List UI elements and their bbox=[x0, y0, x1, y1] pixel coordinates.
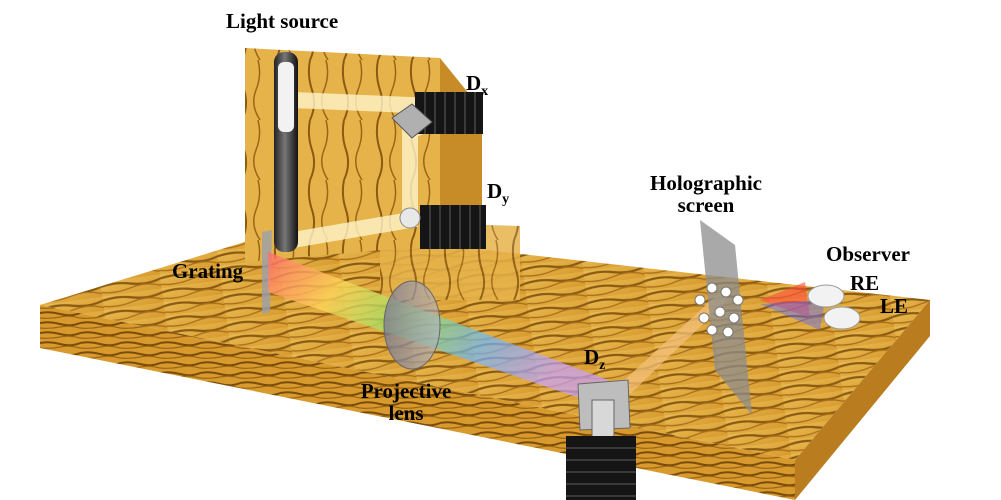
label-dz: Dz bbox=[584, 346, 605, 377]
label-dy-main: D bbox=[487, 179, 503, 203]
label-projective-lens-line1: Projective bbox=[360, 379, 452, 403]
right-eye bbox=[807, 284, 845, 308]
label-dy: Dy bbox=[487, 180, 509, 211]
projective-lens bbox=[383, 280, 441, 370]
detector-dy-head bbox=[399, 207, 421, 229]
light-source-glow bbox=[278, 62, 294, 132]
label-holographic-screen: Holographic screen bbox=[636, 172, 776, 216]
detector-dx-head bbox=[391, 103, 433, 139]
detector-dy-fins bbox=[429, 205, 481, 249]
grating-plate bbox=[262, 230, 272, 314]
label-holographic-screen-line1: Holographic bbox=[649, 171, 762, 195]
label-dx: Dx bbox=[466, 72, 488, 103]
label-light-source: Light source bbox=[226, 9, 339, 33]
detector-dz-fins bbox=[566, 447, 636, 497]
label-projective-lens: Projective lens bbox=[346, 380, 466, 424]
detector-dz-body bbox=[566, 436, 636, 500]
label-grating: Grating bbox=[172, 259, 244, 283]
hologram-molecule bbox=[694, 282, 744, 338]
label-dz-sub: z bbox=[599, 358, 606, 373]
light-path bbox=[291, 92, 418, 248]
label-observer: Observer bbox=[826, 242, 910, 266]
label-dz-main: D bbox=[584, 345, 600, 369]
right-eye-view-cone bbox=[760, 282, 810, 318]
left-eye bbox=[823, 306, 861, 330]
holographic-screen-plate bbox=[700, 220, 752, 415]
label-dx-sub: x bbox=[481, 84, 489, 99]
label-dy-sub: y bbox=[502, 192, 510, 207]
label-right-eye: RE bbox=[850, 271, 880, 295]
label-holographic-screen-line2: screen bbox=[677, 193, 735, 217]
label-left-eye: LE bbox=[880, 294, 909, 318]
label-projective-lens-line2: lens bbox=[388, 401, 424, 425]
table-side-edge bbox=[795, 300, 930, 500]
left-eye-view-cone bbox=[760, 300, 825, 330]
label-dx-main: D bbox=[466, 71, 482, 95]
